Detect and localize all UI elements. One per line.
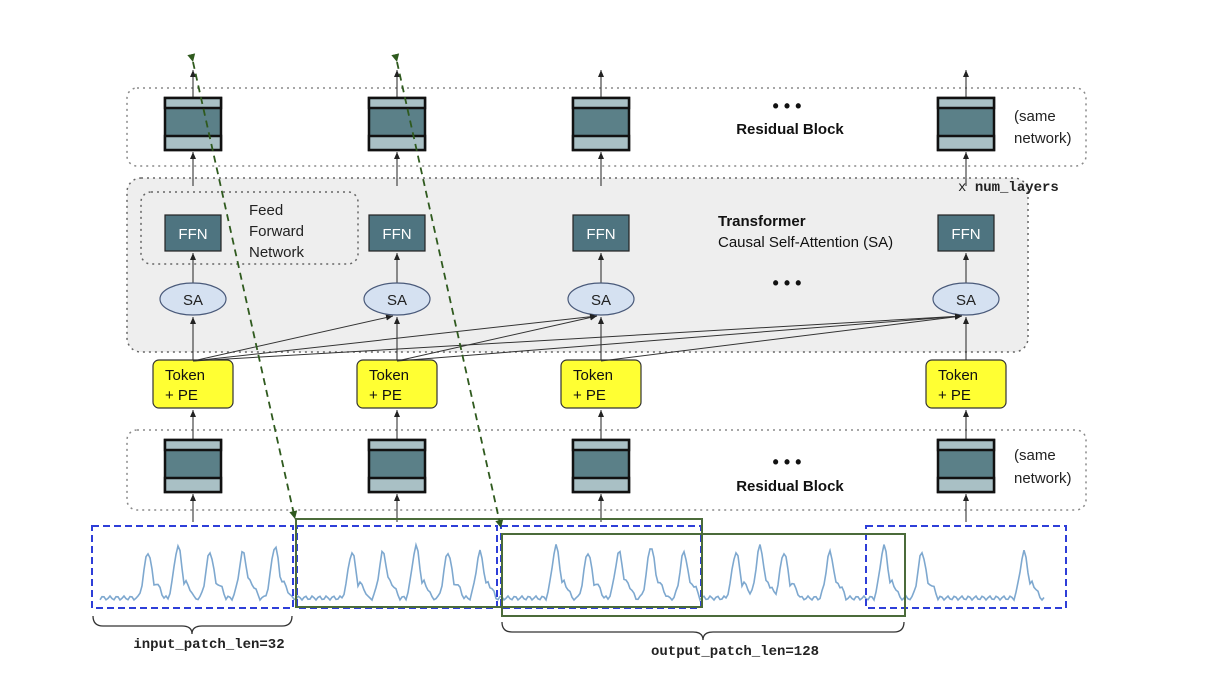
token-label-line1-3: Token xyxy=(573,367,613,384)
top-residual-block-4-bottom-band xyxy=(936,134,996,152)
bottom-same-network-line2: network) xyxy=(1014,470,1072,487)
bottom-residual-block-1-bottom-band xyxy=(163,476,223,494)
top-same-network-line1: (same xyxy=(1014,108,1056,125)
ffn-box-4 xyxy=(937,214,995,252)
top-residual-label: Residual Block xyxy=(736,121,844,138)
attention-line-6 xyxy=(600,313,963,362)
sa-label-1: SA xyxy=(183,292,203,309)
bottom-residual-block-2-bottom-band xyxy=(367,476,427,494)
bottom-residual-group xyxy=(126,429,1087,511)
transformer-title: Transformer xyxy=(718,213,806,230)
ffn-label-1: FFN xyxy=(178,226,207,243)
num-layers-label: x num_layers xyxy=(958,180,1059,196)
ffn-label-2: FFN xyxy=(382,226,411,243)
top-residual-block-2 xyxy=(367,96,427,152)
token-label-line2-3: + PE xyxy=(573,387,606,404)
token-label-line2-4: + PE xyxy=(938,387,971,404)
top-residual-block-4-top-band xyxy=(936,96,996,110)
bottom-same-network-line1: (same xyxy=(1014,447,1056,464)
top-residual-block-3-top-band xyxy=(571,96,631,110)
bottom-residual-block-1 xyxy=(163,438,223,494)
input-patch-1 xyxy=(91,525,294,609)
top-residual-group xyxy=(126,87,1087,167)
top-residual-block-1-top-band xyxy=(163,96,223,110)
bottom-residual-block-3 xyxy=(571,438,631,494)
transformer-panel xyxy=(126,177,1029,353)
bottom-residual-block-3-bottom-band xyxy=(571,476,631,494)
top-residual-block-2-top-band xyxy=(367,96,427,110)
output-patch-len-label: output_patch_len=128 xyxy=(651,644,819,660)
num-layers-prefix: x xyxy=(958,180,975,196)
bottom-residual-block-4-bottom-band xyxy=(936,476,996,494)
top-residual-block-3-bottom-band xyxy=(571,134,631,152)
output-patch-bracket xyxy=(501,621,905,641)
ffn-legend-line2: Forward xyxy=(249,223,304,240)
token-label-line1-1: Token xyxy=(165,367,205,384)
bottom-residual-block-2 xyxy=(367,438,427,494)
num-layers-name: num_layers xyxy=(975,180,1059,196)
time-series-line xyxy=(99,541,1045,602)
prediction-arrow-1 xyxy=(187,53,298,520)
token-box-3 xyxy=(560,359,642,409)
bottom-residual-block-1-top-band xyxy=(163,438,223,452)
sa-node-4 xyxy=(932,282,1000,316)
token-label-line1-2: Token xyxy=(369,367,409,384)
sa-label-3: SA xyxy=(591,292,611,309)
transformer-ellipsis: • • • xyxy=(773,273,802,293)
token-label-line1-4: Token xyxy=(938,367,978,384)
input-patch-bracket xyxy=(92,615,293,635)
prediction-arrow-2 xyxy=(391,53,504,529)
bottom-residual-block-4 xyxy=(936,438,996,494)
sa-node-3 xyxy=(567,282,635,316)
ffn-label-3: FFN xyxy=(586,226,615,243)
ffn-label-4: FFN xyxy=(951,226,980,243)
ffn-legend-line1: Feed xyxy=(249,202,283,219)
top-residual-block-4 xyxy=(936,96,996,152)
bottom-residual-block-4-top-band xyxy=(936,438,996,452)
ffn-legend-line3: Network xyxy=(249,244,305,261)
token-box-4 xyxy=(925,359,1007,409)
bottom-residual-block-2-top-band xyxy=(367,438,427,452)
token-label-line2-1: + PE xyxy=(165,387,198,404)
input-patch-len-label: input_patch_len=32 xyxy=(133,637,284,653)
bottom-residual-block-3-top-band xyxy=(571,438,631,452)
top-residual-block-3 xyxy=(571,96,631,152)
input-patch-4 xyxy=(865,525,1067,609)
attention-line-3 xyxy=(192,313,963,362)
sa-label-4: SA xyxy=(956,292,976,309)
top-ellipsis: • • • xyxy=(773,96,802,116)
top-residual-block-1 xyxy=(163,96,223,152)
bottom-ellipsis: • • • xyxy=(773,452,802,472)
transformer-subtitle: Causal Self-Attention (SA) xyxy=(718,234,893,251)
ffn-box-3 xyxy=(572,214,630,252)
token-label-line2-2: + PE xyxy=(369,387,402,404)
output-patch-2 xyxy=(501,533,906,617)
sa-label-2: SA xyxy=(387,292,407,309)
bottom-residual-label: Residual Block xyxy=(736,478,844,495)
top-same-network-line2: network) xyxy=(1014,130,1072,147)
